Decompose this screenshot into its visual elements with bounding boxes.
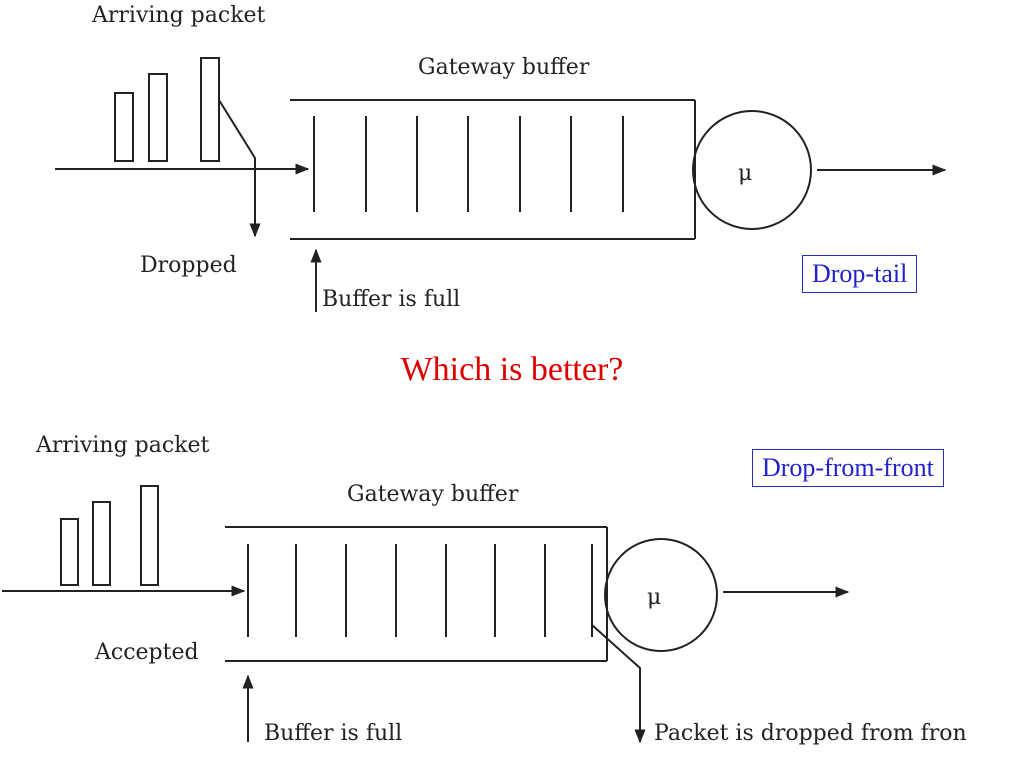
bottom-gateway-buffer-label: Gateway buffer — [347, 482, 519, 507]
bottom-packet-2 — [92, 501, 111, 586]
bottom-dropped-front-arrow — [591, 624, 646, 744]
comparison-question: Which is better? — [400, 351, 624, 388]
drop-from-front-tag: Drop-from-front — [752, 449, 944, 487]
bottom-packet-1 — [60, 518, 79, 586]
bottom-packet-3 — [140, 485, 159, 586]
bottom-dropped-front-label: Packet is dropped from fron — [654, 721, 967, 746]
top-buffer-full-label: Buffer is full — [322, 287, 460, 312]
bottom-buffer-slots — [247, 544, 593, 637]
bottom-server-circle — [604, 538, 718, 652]
top-arriving-packet-label: Arriving packet — [91, 3, 266, 28]
top-buffer-slots — [313, 116, 624, 212]
drop-tail-diagram: Arriving packet Gateway buffer Dropped B… — [55, 3, 947, 312]
bottom-buffer-full-label: Buffer is full — [264, 721, 402, 746]
bottom-arriving-packet-label: Arriving packet — [35, 433, 210, 458]
top-packet-3 — [200, 57, 220, 162]
bottom-server-mu: μ — [647, 585, 661, 610]
drop-from-front-diagram: Arriving packet Gateway buffer Accepted … — [2, 433, 967, 746]
top-server-circle — [692, 110, 812, 230]
top-dropped-label: Dropped — [140, 253, 237, 278]
drop-tail-tag: Drop-tail — [802, 255, 918, 293]
top-gateway-buffer-label: Gateway buffer — [418, 55, 590, 80]
top-dropped-arrow — [218, 99, 261, 238]
top-packet-1 — [114, 92, 134, 162]
top-packet-2 — [148, 73, 168, 162]
bottom-accepted-label: Accepted — [94, 640, 199, 665]
top-server-mu: μ — [738, 161, 752, 186]
